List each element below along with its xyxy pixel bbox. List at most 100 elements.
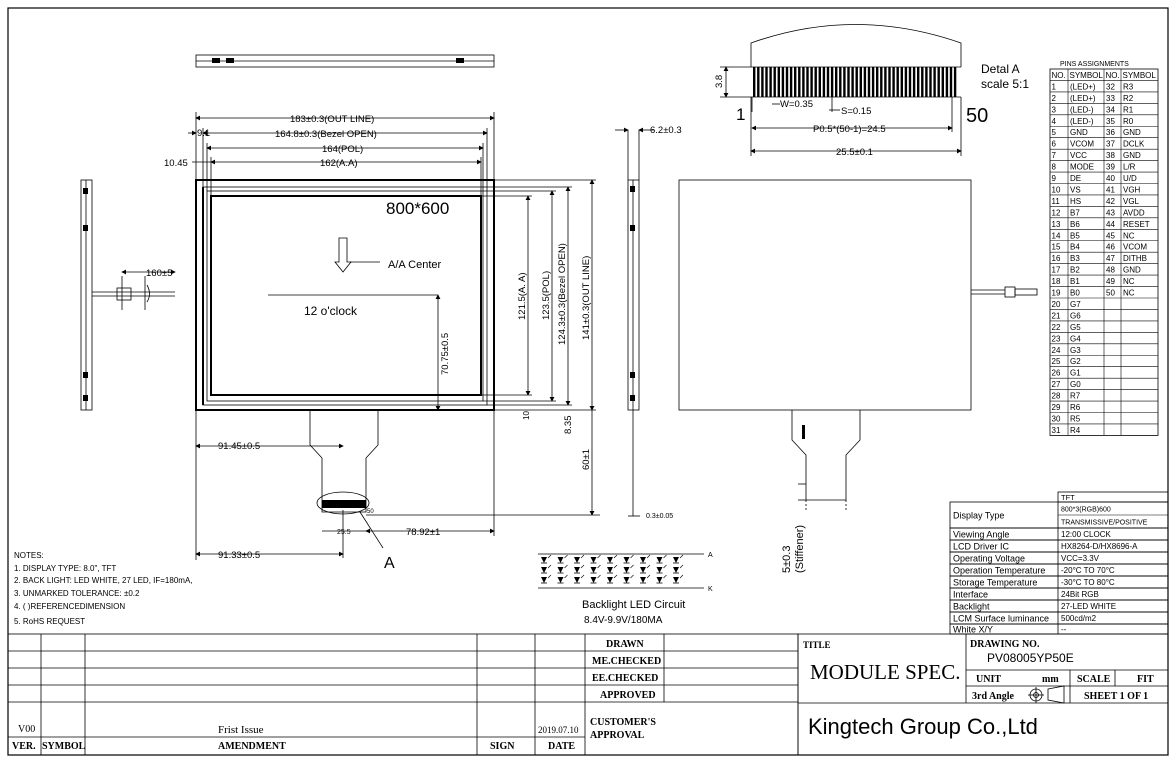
dim-y-141: 141±0.3(OUT LINE)	[581, 256, 592, 340]
pins-header: SYMBOL	[1070, 71, 1104, 80]
sign-header: SIGN	[490, 741, 515, 752]
pin-number: 50	[1106, 289, 1115, 298]
detail-pin-stripe	[929, 67, 932, 97]
led-ray	[580, 564, 585, 569]
detail-pin-stripe	[814, 67, 817, 97]
pin-number: 47	[1106, 254, 1115, 263]
led-ray	[646, 564, 651, 569]
date-header: DATE	[548, 741, 575, 752]
led-ray	[679, 554, 684, 559]
led-voltage: 8.4V-9.9V/180MA	[584, 615, 663, 626]
spec-value: 27-LED WHITE	[1061, 602, 1116, 611]
pin-number: 39	[1106, 163, 1115, 172]
pin-number: 15	[1052, 243, 1061, 252]
spec-label: White X/Y	[953, 625, 993, 635]
pin-number: 28	[1052, 392, 1061, 401]
pin-symbol: VCC	[1070, 151, 1087, 160]
module-outline	[195, 179, 495, 411]
detail-scale: scale 5:1	[981, 77, 1029, 91]
pin-number: 9	[1052, 174, 1057, 183]
pin-number: 18	[1052, 277, 1061, 286]
detail-pin-stripe	[871, 67, 875, 97]
spec-header: TFT	[1061, 493, 1075, 502]
detail-pin-stripe	[769, 67, 772, 97]
pin-symbol: B5	[1070, 231, 1080, 240]
led-diode	[640, 567, 646, 573]
company-name: Kingtech Group Co.,Ltd	[808, 714, 1038, 739]
pin-number: 23	[1052, 334, 1061, 343]
led-diode	[656, 577, 663, 583]
drawn-label: DRAWN	[606, 639, 645, 650]
pin-number: 49	[1106, 277, 1115, 286]
angle-label: 3rd Angle	[972, 691, 1015, 702]
detail-a-label: A	[384, 555, 395, 572]
detail-h: 3.8	[714, 75, 725, 88]
detail-pin-stripe	[802, 67, 805, 97]
led-ray	[580, 574, 585, 579]
detail-pin-stripe	[876, 67, 879, 97]
pin-number: 44	[1106, 220, 1115, 229]
note-4: 4. ( )REFERENCEDIMENSION	[14, 602, 125, 611]
detail-pitch: P0.5*(50-1)=24.5	[813, 124, 886, 135]
led-ray	[597, 554, 601, 559]
detail-pin1: 1	[736, 105, 745, 124]
led-diode	[673, 567, 679, 573]
pin-symbol: B1	[1070, 277, 1080, 286]
symbol-header: SYMBOL	[42, 741, 86, 752]
pin-number: 25	[1052, 357, 1061, 366]
title-label: TITLE	[803, 640, 831, 650]
pin-symbol: B7	[1070, 208, 1080, 217]
dim-y-10: 10	[522, 411, 531, 420]
dim-bezel-w: 164.8±0.3(Bezel OPEN)	[275, 129, 377, 140]
led-ray	[564, 574, 568, 579]
led-diode	[574, 567, 580, 573]
led-ray	[663, 564, 667, 569]
pin-symbol: VS	[1070, 185, 1081, 194]
dim-aa-w: 162(A.A)	[320, 158, 358, 169]
rev-date: 2019.07.10	[538, 725, 579, 735]
third-angle-symbol	[1028, 685, 1065, 704]
back-view: 5±0.3(Stiffener)	[678, 179, 1038, 573]
detail-a: 3.8 1 50 W=0.35 S=0.15 P0.5*(50-1)=24.5 …	[714, 24, 1029, 158]
pin-symbol: B6	[1070, 220, 1080, 229]
spec-value: -30°C TO 80°C	[1061, 578, 1115, 587]
notes: NOTES: 1. DISPLAY TYPE: 8.0", TFT 2. BAC…	[14, 551, 193, 626]
pin-symbol: RESET	[1123, 220, 1150, 229]
detail-pin-stripe	[757, 67, 760, 97]
pin-number: 21	[1052, 311, 1061, 320]
dim-10-45: 10.45	[164, 158, 188, 169]
led-ray	[547, 574, 552, 579]
detail-pin-stripe	[896, 67, 899, 97]
led-diode	[623, 567, 630, 573]
customer-approval-line2: APPROVAL	[590, 730, 645, 741]
ver-header: VER.	[12, 741, 36, 752]
pin-symbol: G2	[1070, 357, 1081, 366]
pin-number: 42	[1106, 197, 1115, 206]
dim-y-123-5: 123.5(POL)	[541, 271, 552, 320]
led-diode	[656, 567, 663, 573]
led-diode	[607, 577, 613, 583]
pin-symbol: VCOM	[1070, 140, 1094, 149]
left-side-view: 160±5	[80, 179, 176, 411]
detail-pin-stripe	[949, 67, 953, 97]
right-side-view: 6.2±0.3 0.3±0.05	[615, 125, 682, 520]
detail-pin-stripe	[953, 67, 957, 97]
pin-symbol: B2	[1070, 266, 1080, 275]
detail-pin-stripe	[810, 67, 813, 97]
pin-symbol: HS	[1070, 197, 1081, 206]
spec-value: 500cd/m2	[1061, 614, 1097, 623]
pin-number: 48	[1106, 266, 1115, 275]
pin-symbol: GND	[1070, 128, 1088, 137]
detail-pin-stripe	[904, 67, 908, 97]
led-diode	[607, 567, 613, 573]
detail-pin-stripe	[826, 67, 830, 97]
detail-pin-stripe	[818, 67, 821, 97]
rev-ver: V00	[18, 724, 35, 735]
spec-label: Viewing Angle	[953, 530, 1009, 540]
pin-symbol: GND	[1123, 151, 1141, 160]
amendment-header: AMENDMENT	[218, 741, 286, 752]
pin-number: 5	[1052, 128, 1057, 137]
pin-number: 19	[1052, 289, 1061, 298]
led-diode	[590, 567, 597, 573]
